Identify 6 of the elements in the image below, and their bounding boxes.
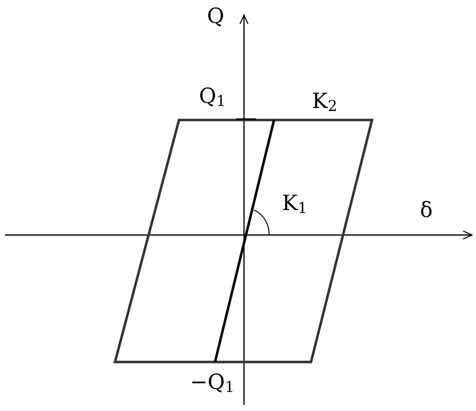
axis-label: δ [420,200,433,221]
axis-label: Q [207,6,224,27]
stiffness-label: K$_{1}$ [282,193,308,216]
value-label: −Q$_{1}$ [190,372,234,395]
value-label: Q$_{1}$ [199,86,226,109]
stiffness-label: K$_{2}$ [312,91,338,114]
